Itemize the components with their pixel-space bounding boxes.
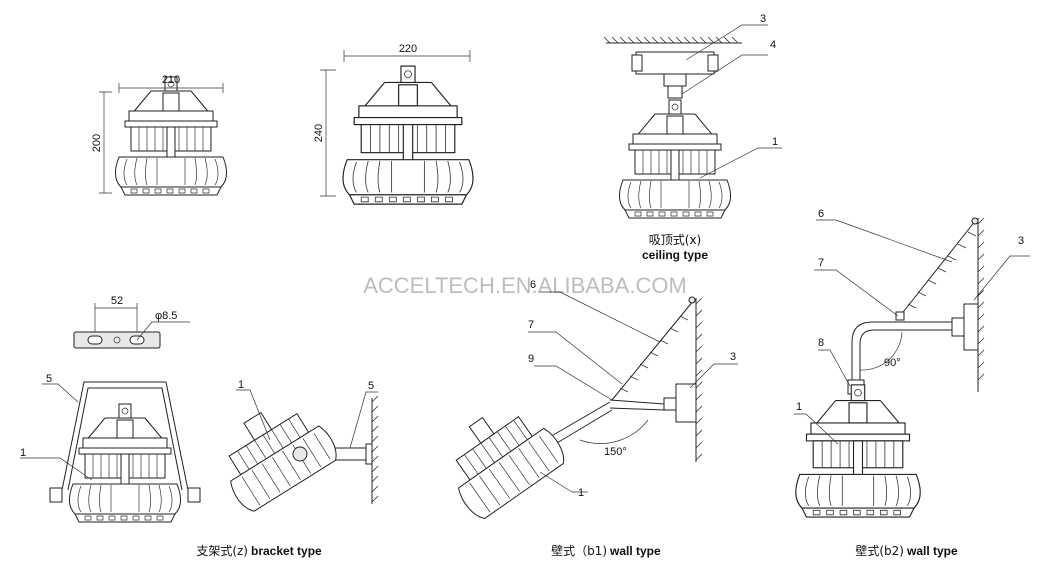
bracket-callout-5: 5 [46,373,52,385]
front-height-label: 200 [91,134,103,152]
side-width-label: 220 [399,43,417,55]
wall-b2-view: 6 7 3 8 1 90° [794,208,1030,518]
wall-b2-caption-cn: 壁式(b2) [855,543,904,558]
wall-b2-angle-label: 90° [884,357,901,369]
ceiling-type-view: 3 4 1 吸顶式(x) ceiling type [603,13,782,262]
wall-b1-callout-6: 6 [530,279,536,291]
wall-b1-callout-9: 9 [528,353,534,365]
ceiling-caption-cn: 吸顶式(x) [649,233,701,247]
front-view: 210 200 [91,74,227,196]
ceiling-callout-1: 1 [772,136,778,148]
bracket-caption-en: bracket type [251,544,322,558]
ceiling-callout-4: 4 [770,39,776,51]
wall-b2-callout-3: 3 [1018,235,1024,247]
wall-b1-view: 6 7 9 3 1 150° [455,279,738,519]
wall-b2-caption-en: wall type [906,544,958,558]
bracket-side-callout-5: 5 [368,380,374,392]
bracket-hole-label: φ8.5 [155,310,177,322]
wall-b2-callout-1: 1 [796,401,802,413]
wall-b1-callout-1: 1 [578,487,584,499]
bracket-side-view: 1 5 [228,379,379,512]
bracket-spacing-label: 52 [111,295,123,307]
wall-b2-callout-7: 7 [818,257,824,269]
wall-b1-caption-cn: 壁式（b1) [551,543,607,558]
watermark-text: ACCELTECH.EN.ALIBABA.COM [363,273,687,298]
wall-b2-callout-8: 8 [818,337,824,349]
side-view: 220 240 [313,43,474,205]
front-width-label: 210 [162,74,180,86]
bracket-plate-view: 52 φ8.5 [73,295,190,349]
wall-b1-callout-3: 3 [730,351,736,363]
wall-b1-callout-7: 7 [528,319,534,331]
side-height-label: 240 [313,124,325,142]
bracket-side-callout-1: 1 [238,379,244,391]
bracket-caption-cn: 支架式(z) [196,544,248,558]
wall-b1-caption-en: wall type [609,544,661,558]
ceiling-callout-3: 3 [760,13,766,25]
bracket-callout-1: 1 [20,447,26,459]
bracket-type-view: 5 1 [20,373,201,523]
ceiling-caption-en: ceiling type [642,248,708,262]
wall-b1-angle-label: 150° [604,446,627,458]
wall-b2-callout-6: 6 [818,208,824,220]
